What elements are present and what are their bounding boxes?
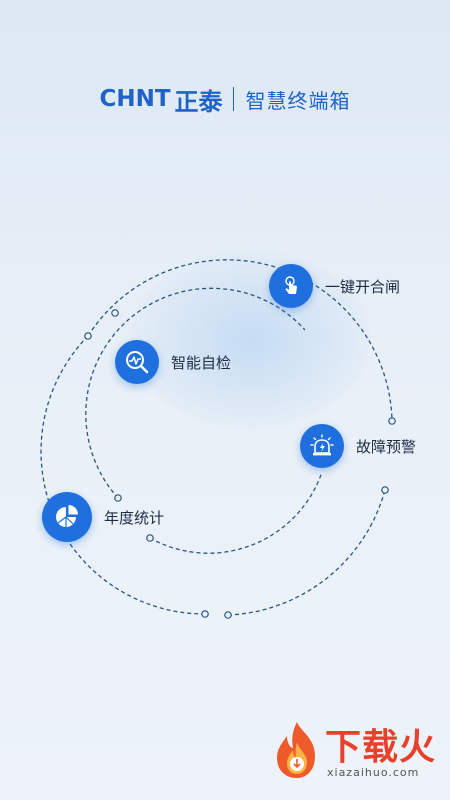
lower-arc bbox=[227, 489, 386, 616]
orbit-dot bbox=[146, 534, 154, 542]
center-glow bbox=[130, 250, 370, 430]
feature-fault-warning[interactable]: 故障预警 bbox=[300, 424, 416, 468]
inner-orbit-bottom bbox=[149, 471, 323, 554]
outer-orbit-left bbox=[40, 335, 89, 521]
brand-name-cn: 正泰 bbox=[174, 87, 223, 116]
feature-label: 年度统计 bbox=[104, 508, 165, 527]
watermark-text: 下载火 bbox=[325, 727, 437, 768]
feature-label: 一键开合闸 bbox=[325, 277, 401, 296]
brand-logo: CHNT 正泰 bbox=[99, 82, 222, 117]
app-subtitle: 智慧终端箱 bbox=[245, 88, 351, 113]
orbit-dot bbox=[388, 417, 396, 425]
inner-orbit bbox=[85, 287, 306, 499]
watermark-url: xiazaihuo.com bbox=[327, 766, 420, 779]
orbit-dot bbox=[224, 611, 232, 619]
app-header: CHNT 正泰 智慧终端箱 bbox=[0, 82, 450, 116]
orbit-dot bbox=[201, 610, 209, 618]
orbit-dot bbox=[111, 309, 119, 317]
alarm-light-icon bbox=[300, 424, 344, 468]
header-divider bbox=[232, 87, 234, 111]
tap-hand-icon bbox=[269, 264, 313, 308]
feature-label: 智能自检 bbox=[171, 353, 232, 372]
watermark: 下载火 xiazaihuo.com bbox=[271, 716, 436, 786]
outer-orbit bbox=[87, 259, 393, 422]
brand-name-en: CHNT bbox=[99, 86, 171, 112]
orbit-dot bbox=[114, 494, 122, 502]
orbit-dot bbox=[381, 486, 389, 494]
feature-annual-stats[interactable]: 年度统计 bbox=[42, 492, 164, 542]
flame-logo-icon bbox=[277, 722, 315, 778]
feature-one-click-switch[interactable]: 一键开合闸 bbox=[269, 264, 400, 308]
magnify-pulse-icon bbox=[115, 340, 159, 384]
pie-chart-icon bbox=[42, 492, 92, 542]
feature-label: 故障预警 bbox=[356, 437, 417, 456]
orbit-dot bbox=[84, 332, 92, 340]
feature-self-check[interactable]: 智能自检 bbox=[115, 340, 231, 384]
